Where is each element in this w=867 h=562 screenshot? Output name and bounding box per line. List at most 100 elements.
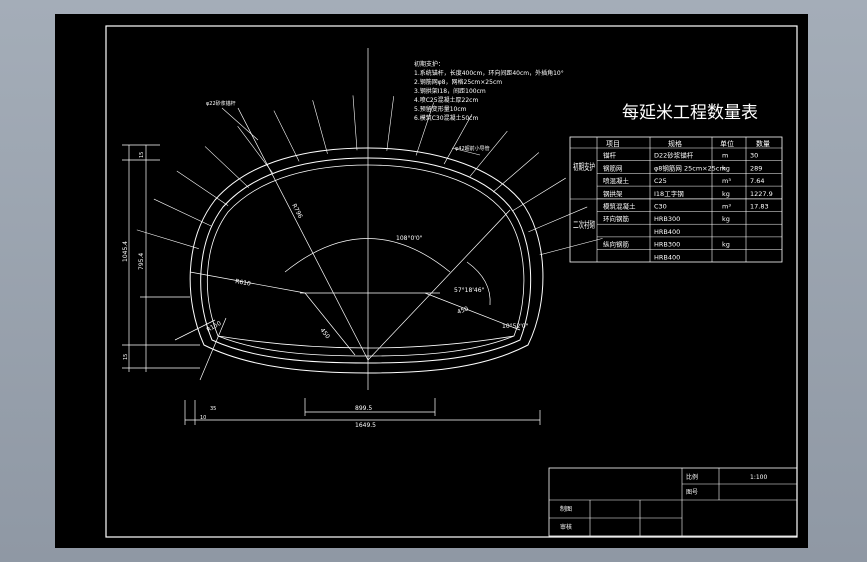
tb-ratio-value: 1:100: [750, 474, 767, 481]
offset-small-label: 35: [210, 406, 216, 412]
row-name: 喷混凝土: [603, 176, 630, 185]
row-name: 钢筋网: [603, 163, 623, 172]
notes-block: 初期支护： 1.系统锚杆，长度400cm，环向间距40cm，外插角10° 2.钢…: [414, 60, 564, 122]
tb-drawing-no-label: 图号: [686, 489, 698, 496]
rock-bolt: [237, 125, 273, 173]
angle-right-label: 57°18'46": [454, 287, 485, 294]
drawing-frame: [105, 25, 798, 538]
width-total-label: 1649.5: [355, 422, 376, 429]
row-name: 纵向钢筋: [603, 240, 630, 249]
left-radius-label: R610: [235, 278, 252, 288]
note-line-3: 3.钢拱架I18，间距100cm: [414, 87, 486, 95]
radius-line-left: [189, 271, 306, 294]
group-secondary: 二次衬砌: [573, 219, 595, 231]
note-line-4: 4.喷C25混凝土厚22cm: [414, 96, 478, 104]
row-unit: kg: [722, 241, 730, 249]
note-line-5: 5.预留变形量10cm: [414, 105, 467, 113]
rock-bolt: [153, 198, 212, 227]
rock-bolt: [528, 206, 588, 233]
rock-bolt: [352, 95, 358, 151]
note-line-0: 初期支护：: [414, 60, 444, 68]
row-name: 钢拱架: [603, 189, 623, 198]
quantity-table: 每延米工程数量表 项目 规格 单位 数量 初期支护 二次衬砌 锚杆 D22砂浆锚杆…: [569, 103, 783, 263]
header-qty: 数量: [756, 139, 770, 148]
row-qty: 7.64: [750, 177, 764, 185]
rock-bolt: [386, 96, 395, 151]
angle-top-label: 108°0'0": [396, 235, 423, 242]
row-unit: kg: [722, 164, 730, 172]
rock-bolt: [312, 100, 328, 154]
height-bottom-offset-label: 15: [123, 354, 129, 360]
bolt-callout-left: φ22砂浆锚杆: [206, 100, 236, 107]
row-name: 模筑混凝土: [603, 202, 636, 211]
rock-bolt: [492, 152, 540, 193]
radius-line-corner: [174, 319, 216, 341]
header-unit: 单位: [720, 139, 734, 148]
row-qty: 17.83: [750, 203, 769, 211]
corner-leader: [199, 317, 227, 381]
right-invert-radius-label: 450: [456, 305, 469, 316]
angle-corner-label: 10°52'0": [502, 323, 529, 330]
height-top-offset-label: 15: [139, 152, 145, 158]
row-qty: 289: [750, 164, 762, 172]
row-unit: kg: [722, 215, 730, 223]
table-title: 每延米工程数量表: [622, 103, 758, 123]
height-upper-label: 795.4: [138, 253, 145, 270]
rock-bolt: [512, 177, 566, 212]
row-spec: C30: [654, 203, 667, 211]
radius-line-left-lower: [304, 292, 356, 356]
note-line-1: 1.系统锚杆，长度400cm，环向间距40cm，外插角10°: [414, 69, 564, 77]
note-line-6: 6.模筑C30混凝土50cm: [414, 114, 478, 122]
tb-ratio-label: 比例: [686, 473, 698, 481]
rock-bolt: [415, 102, 435, 156]
rock-bolt: [136, 229, 199, 249]
callout-leader-right: [451, 147, 481, 156]
offset-small-label-2: 10: [200, 415, 206, 421]
rock-bolts: [136, 95, 603, 256]
rock-bolt: [273, 110, 300, 162]
row-spec: φ8钢筋网 25cm×25cm: [654, 163, 726, 172]
note-line-2: 2.钢筋网φ8，网格25cm×25cm: [414, 78, 502, 86]
rock-bolt: [469, 130, 508, 177]
row-name: 环向钢筋: [603, 214, 630, 223]
callout-leader-left: [221, 107, 259, 141]
title-block-frame: [548, 467, 798, 537]
sheet-background: [55, 14, 808, 548]
row-spec: HRB400: [654, 253, 680, 261]
row-spec: C25: [654, 177, 667, 185]
row-unit: kg: [722, 190, 730, 198]
bolt-callout-right: φ42超前小导管: [455, 145, 490, 152]
row-name: 锚杆: [603, 151, 617, 160]
row-spec: HRB300: [654, 215, 680, 223]
row-qty: 1227.9: [750, 190, 773, 198]
row-spec: D22砂浆锚杆: [654, 151, 694, 160]
title-block: 比例 1:100 图号 制图 审核: [548, 467, 798, 537]
row-spec: I18工字钢: [654, 189, 684, 198]
rock-bolt: [204, 146, 249, 188]
angle-arc-right: [466, 261, 491, 306]
row-unit: m³: [722, 203, 731, 211]
rock-bolt: [443, 114, 473, 165]
tunnel-section: R796 R610 450 450 R150 108°0'0" 57°18'46…: [122, 48, 603, 429]
rock-bolt: [539, 238, 603, 256]
radius-line-right: [367, 209, 511, 361]
radius-line-right-lower: [424, 292, 521, 331]
row-unit: m³: [722, 177, 731, 185]
invert-arc: [217, 335, 515, 349]
tb-drawn-label: 制图: [560, 505, 572, 513]
angle-arc-top: [284, 238, 451, 273]
rock-bolt: [176, 170, 229, 206]
radius-line-vault: [237, 107, 369, 361]
header-item: 项目: [606, 140, 620, 148]
tb-checked-label: 审核: [560, 523, 572, 531]
height-total-label: 1045.4: [122, 241, 129, 262]
row-spec: HRB400: [654, 228, 680, 236]
table-row-lines: [597, 160, 782, 250]
group-primary: 初期支护: [573, 161, 595, 173]
row-qty: 30: [750, 152, 758, 160]
header-spec: 规格: [668, 139, 682, 148]
row-unit: m: [722, 152, 728, 160]
